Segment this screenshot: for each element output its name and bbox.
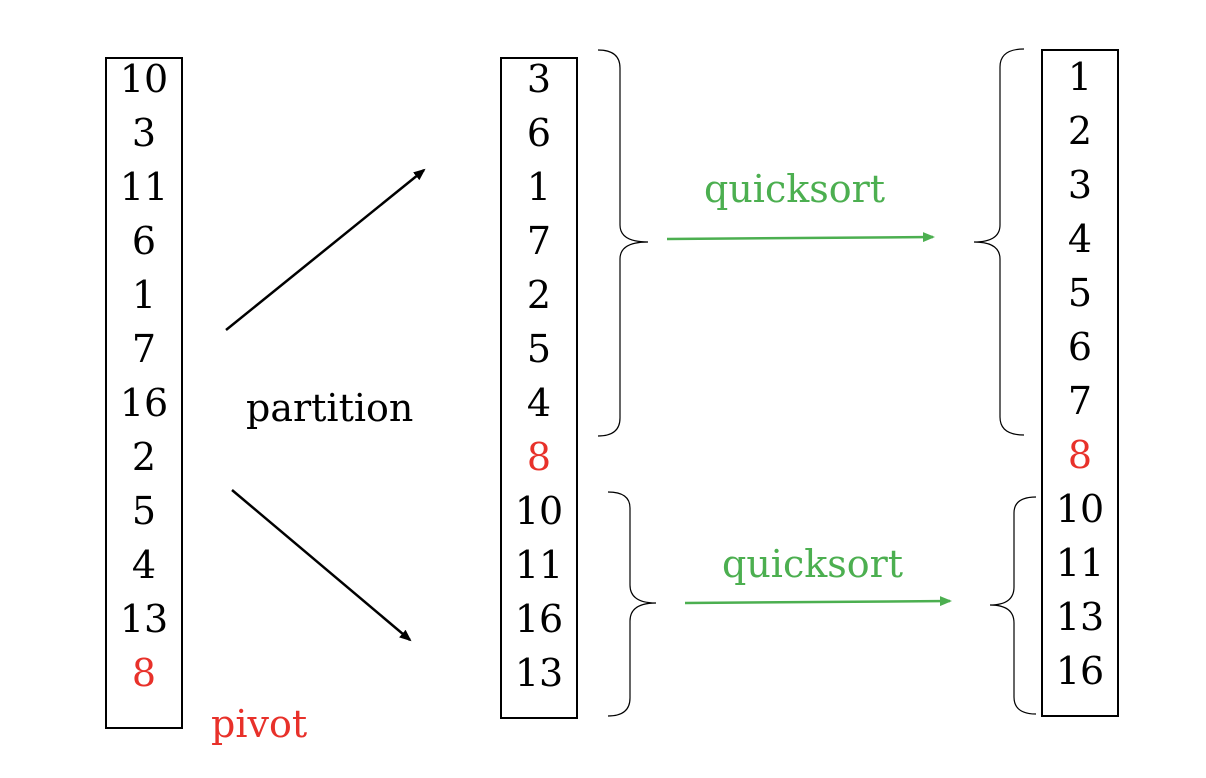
array-value: 8 <box>131 651 157 695</box>
array-value: 10 <box>514 489 564 533</box>
array-value: 11 <box>514 543 564 587</box>
array-value: 3 <box>1067 163 1093 207</box>
array-value: 11 <box>1055 541 1105 585</box>
sorted-array-column: 1 2 3 4 5 6 7 8 10 11 13 16 <box>1041 49 1119 717</box>
array-value: 16 <box>1055 649 1105 693</box>
array-value: 5 <box>526 327 552 371</box>
array-value: 5 <box>131 489 157 533</box>
array-value: 8 <box>526 435 552 479</box>
array-value: 13 <box>514 651 564 695</box>
array-value: 6 <box>131 219 157 263</box>
array-value: 6 <box>1067 325 1093 369</box>
array-value: 3 <box>131 111 157 155</box>
array-value: 6 <box>526 111 552 155</box>
brace-sorted-right-part <box>989 496 1037 715</box>
array-value: 4 <box>131 543 157 587</box>
array-value: 5 <box>1067 271 1093 315</box>
array-value: 7 <box>1067 379 1093 423</box>
array-value: 1 <box>526 165 552 209</box>
partition-arrow-down <box>231 489 412 642</box>
array-value: 2 <box>131 435 157 479</box>
array-value: 3 <box>526 57 552 101</box>
array-value: 16 <box>119 381 169 425</box>
array-value: 8 <box>1067 433 1093 477</box>
array-value: 7 <box>131 327 157 371</box>
quicksort-arrow-top <box>666 232 935 243</box>
array-value: 11 <box>119 165 169 209</box>
quicksort-label-top: quicksort <box>704 167 886 211</box>
array-value: 4 <box>1067 217 1093 261</box>
array-value: 1 <box>131 273 157 317</box>
partitioned-array-column: 3 6 1 7 2 5 4 8 10 11 16 13 <box>500 57 578 719</box>
quicksort-arrow-bottom <box>684 596 952 607</box>
pivot-label: pivot <box>211 702 308 746</box>
array-value: 16 <box>514 597 564 641</box>
array-value: 4 <box>526 381 552 425</box>
partition-label: partition <box>246 386 414 430</box>
array-value: 10 <box>119 57 169 101</box>
array-value: 13 <box>1055 595 1105 639</box>
array-value: 2 <box>1067 109 1093 153</box>
array-value: 13 <box>119 597 169 641</box>
array-value: 7 <box>526 219 552 263</box>
brace-sorted-left-part <box>973 48 1025 436</box>
array-value: 2 <box>526 273 552 317</box>
brace-partitioned-right-part <box>607 491 657 717</box>
array-value: 1 <box>1067 55 1093 99</box>
array-value: 10 <box>1055 487 1105 531</box>
brace-partitioned-left-part <box>597 49 649 437</box>
quicksort-label-bottom: quicksort <box>722 542 904 586</box>
partition-arrow-up <box>225 168 426 331</box>
